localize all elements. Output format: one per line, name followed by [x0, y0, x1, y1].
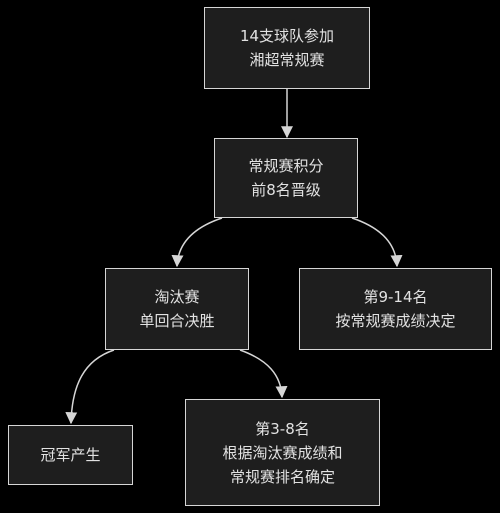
node-rank3-8-line3: 常规赛排名确定 — [229, 467, 335, 486]
edge-regular-to-rank9-14 — [351, 217, 403, 268]
node-rank-3-8: 第3-8名 根据淘汰赛成绩和 常规赛排名确定 — [185, 399, 380, 506]
node-knockout: 淘汰赛 单回合决胜 — [105, 268, 249, 350]
node-regular-line2: 前8名晋级 — [251, 181, 321, 199]
node-rank9-14-line1: 第9-14名 — [363, 288, 428, 306]
node-regular-line1: 常规赛积分 — [248, 157, 324, 175]
node-teams: 14支球队参加 湘超常规赛 — [204, 7, 370, 89]
node-knockout-line2: 单回合决胜 — [139, 312, 215, 330]
node-rank3-8-line1: 第3-8名 — [255, 419, 310, 438]
node-champion: 冠军产生 — [8, 425, 133, 485]
node-champion-line1: 冠军产生 — [40, 446, 101, 464]
node-rank-9-14: 第9-14名 按常规赛成绩决定 — [299, 268, 492, 350]
edge-regular-to-knockout — [171, 217, 223, 268]
node-teams-line2: 湘超常规赛 — [249, 51, 325, 69]
edge-knockout-to-champion — [65, 349, 115, 425]
node-regular-season: 常规赛积分 前8名晋级 — [214, 138, 358, 218]
node-rank9-14-line2: 按常规赛成绩决定 — [335, 312, 456, 330]
node-rank3-8-line2: 根据淘汰赛成绩和 — [222, 443, 343, 462]
edge-knockout-to-rank3-8 — [239, 349, 288, 399]
node-teams-line1: 14支球队参加 — [239, 27, 335, 45]
node-knockout-line1: 淘汰赛 — [154, 288, 200, 306]
